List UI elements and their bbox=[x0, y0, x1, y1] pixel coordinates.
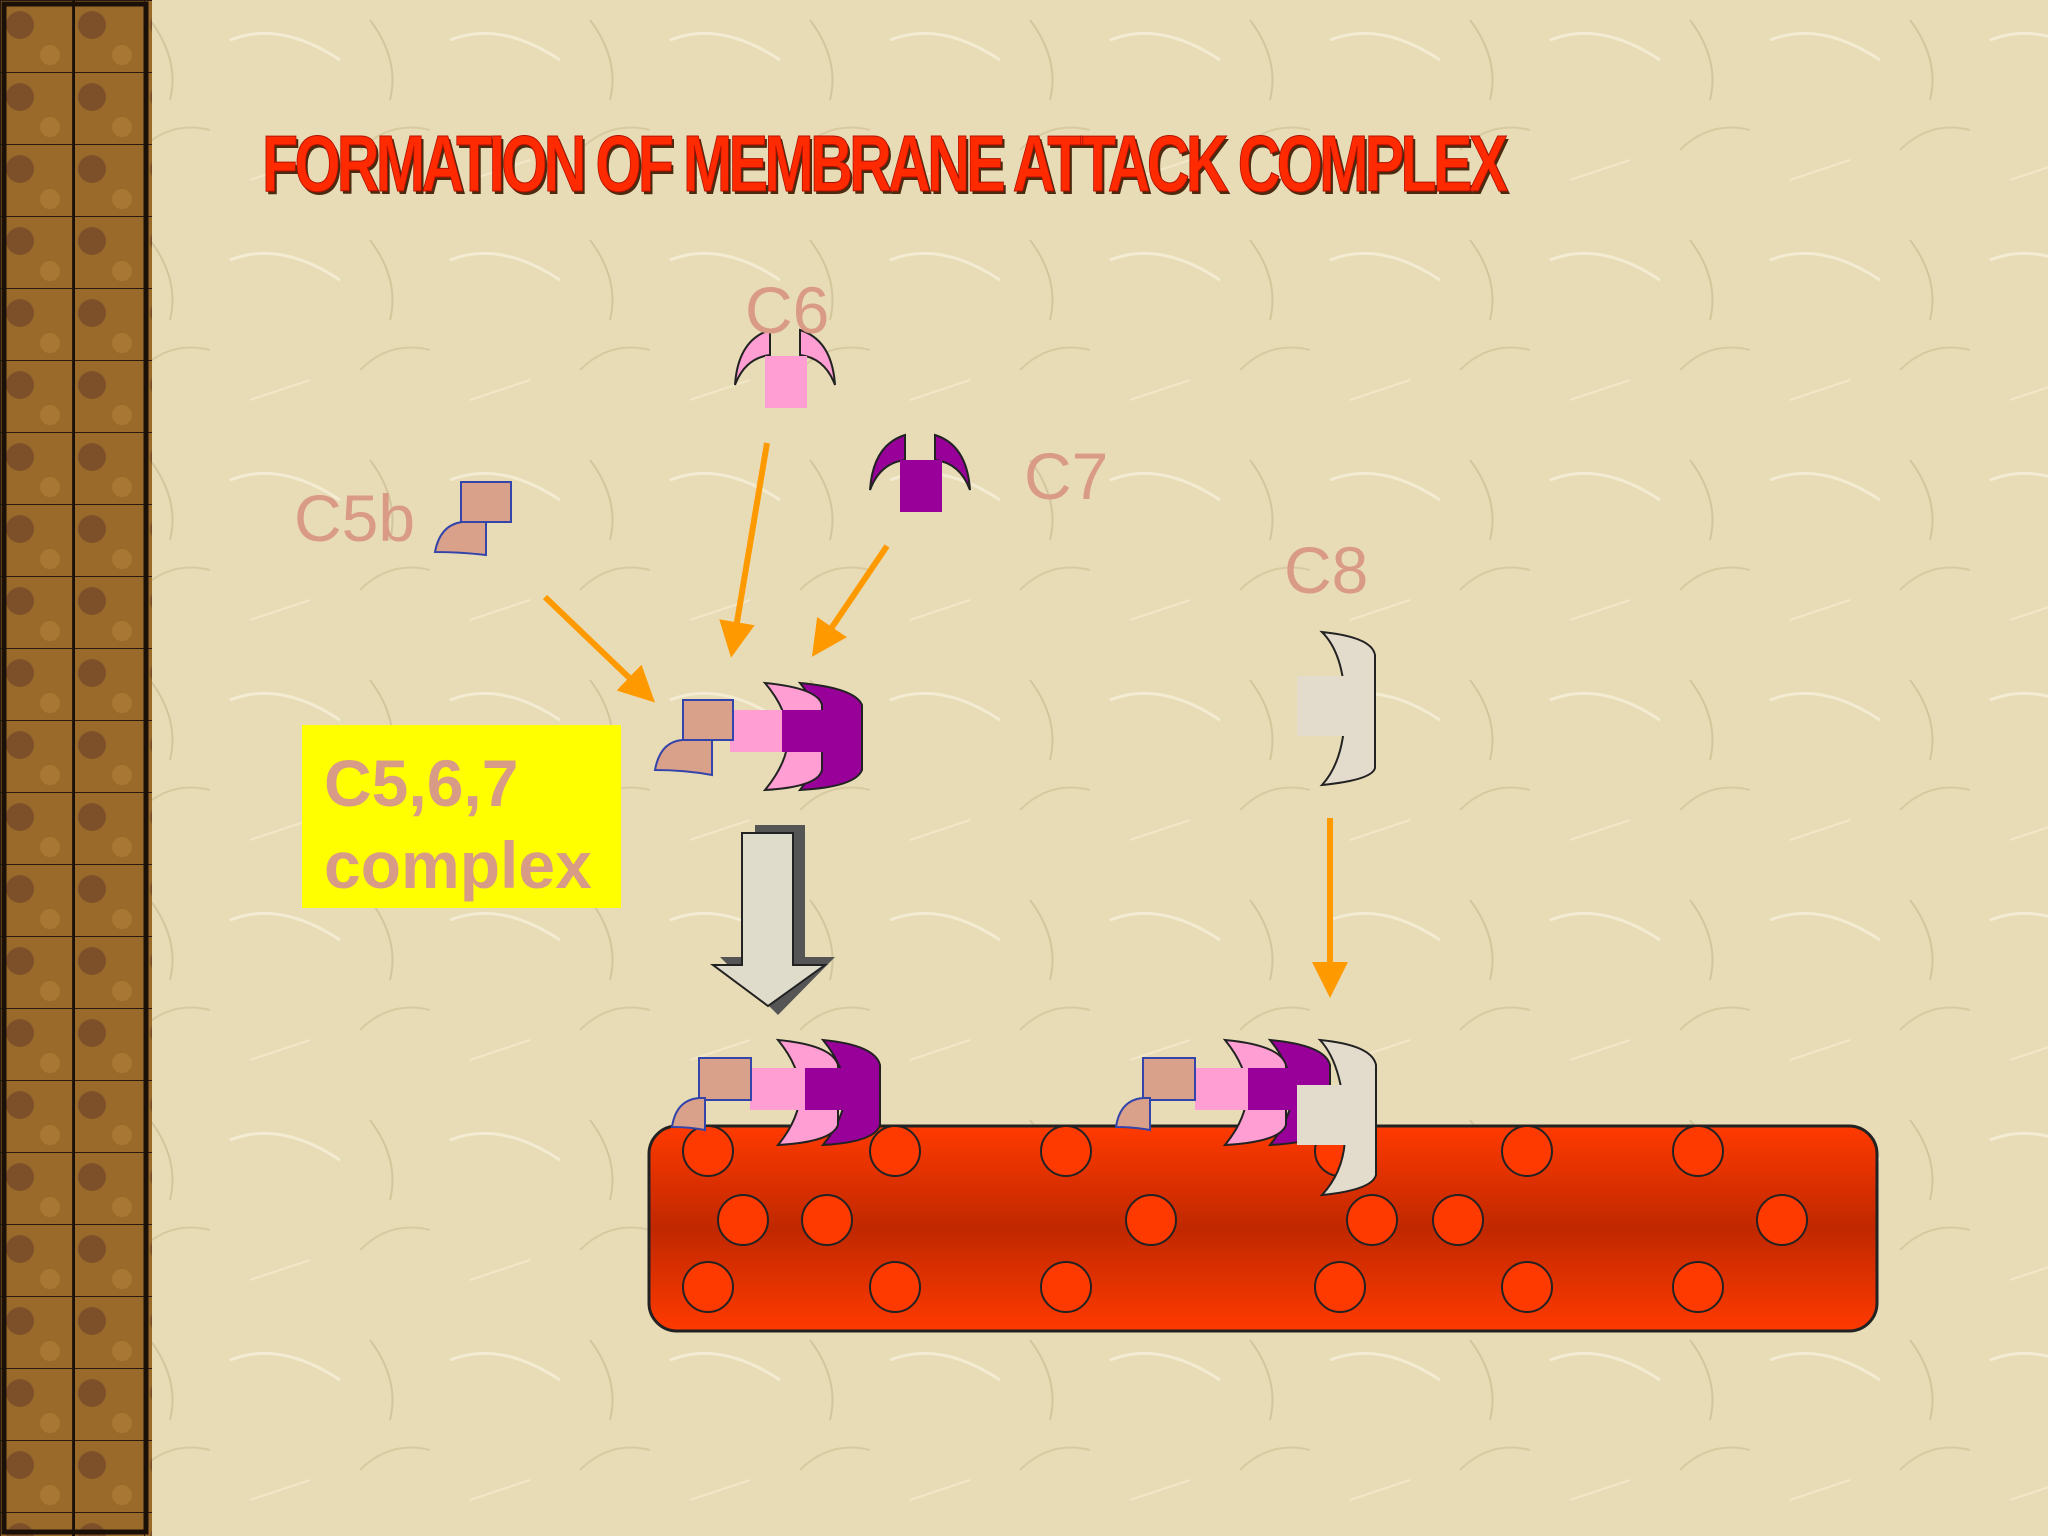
arrow-c5b bbox=[542, 594, 655, 703]
complex-highlight-box bbox=[302, 725, 621, 908]
c7-icon bbox=[869, 433, 971, 512]
complex-label-line1: C5,6,7 bbox=[324, 746, 519, 820]
label-c7: C7 bbox=[1024, 439, 1109, 513]
c567-complex-icon bbox=[653, 681, 863, 792]
c5678-on-membrane-icon bbox=[1114, 1038, 1377, 1197]
arrows bbox=[542, 442, 1348, 998]
label-c5b: C5b bbox=[294, 481, 416, 555]
c5b-icon bbox=[433, 481, 512, 557]
complex-label: C5,6,7 complex bbox=[324, 742, 592, 906]
c8-icon bbox=[1297, 630, 1376, 787]
wood-border bbox=[0, 0, 152, 1536]
complex-label-line2: complex bbox=[324, 828, 592, 902]
arrow-c6 bbox=[719, 442, 770, 658]
c567-on-membrane-icon bbox=[670, 1038, 881, 1147]
c6-icon bbox=[734, 328, 836, 408]
arrow-c7 bbox=[811, 544, 890, 657]
cell-membrane bbox=[647, 1124, 1879, 1333]
membrane-pores bbox=[682, 1125, 1808, 1313]
big-down-arrow bbox=[709, 825, 835, 1015]
label-c8: C8 bbox=[1284, 533, 1369, 607]
label-c6: C6 bbox=[745, 273, 830, 347]
